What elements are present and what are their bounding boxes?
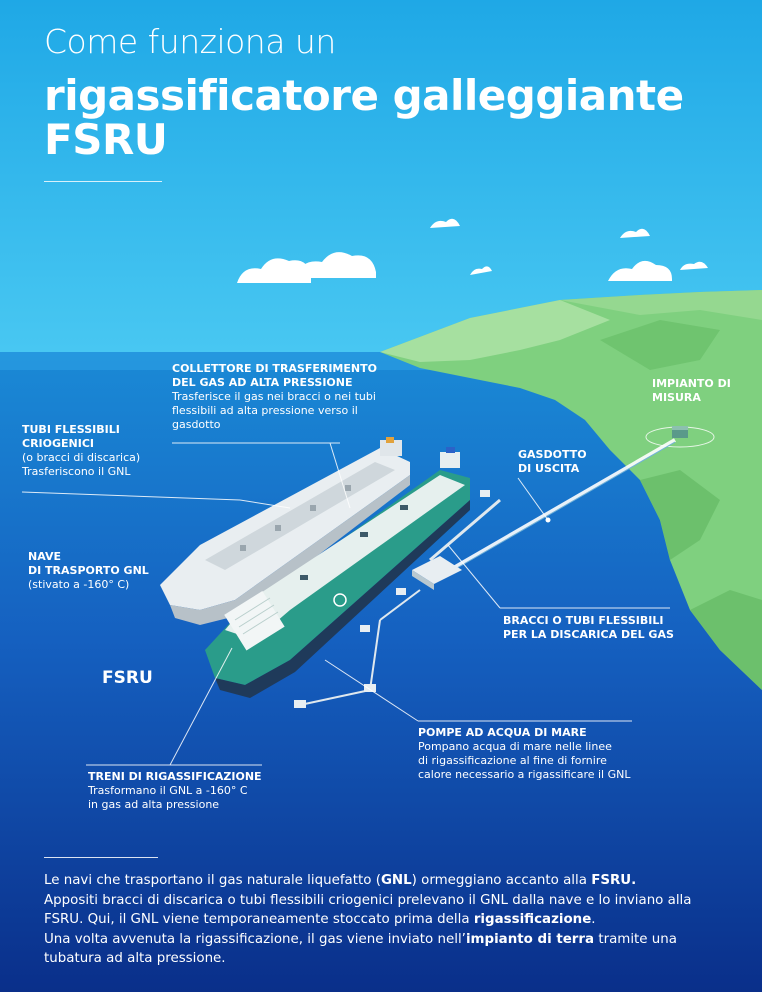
bottom-divider [44, 857, 158, 858]
label-treni-heading1: TRENI DI RIGASSIFICAZIONE [88, 770, 262, 783]
label-impianto-heading2: MISURA [652, 391, 701, 404]
label-nave: NAVE DI TRASPORTO GNL (stivato a -160° C… [28, 550, 178, 592]
bottom-p4b: impianto di terra [465, 931, 595, 947]
bottom-p1d: FSRU. [591, 873, 637, 888]
label-pompe-text3: calore necessario a rigassificare il GNL [418, 768, 631, 781]
bottom-p3a: FSRU. Qui, il GNL viene temporaneamente … [44, 912, 474, 927]
label-tubi-text1: (o bracci di discarica) [22, 451, 141, 464]
clouds [237, 218, 708, 283]
label-pompe-heading1: POMPE AD ACQUA DI MARE [418, 726, 587, 739]
label-tubi: TUBI FLESSIBILI CRIOGENICI (o bracci di … [22, 423, 182, 479]
label-pompe-text2: di rigassificazione al fine di fornire [418, 754, 607, 767]
bottom-p1a: Le navi che trasportano il gas naturale … [44, 873, 381, 888]
bottom-p1c: ) ormeggiano accanto alla [411, 873, 592, 888]
pipeline [448, 438, 677, 573]
label-fsru: FSRU [102, 668, 153, 688]
label-collettore-text2: flessibili ad alta pressione verso il [172, 404, 358, 417]
label-collettore: COLLETTORE DI TRASFERIMENTO DEL GAS AD A… [172, 362, 402, 432]
bottom-line-5: tubatura ad alta pressione. [44, 951, 226, 966]
coastline-land [380, 290, 762, 690]
label-impianto-heading1: IMPIANTO DI [652, 377, 731, 390]
title-line-2: rigassificatore galleggiante [44, 71, 684, 120]
label-tubi-text2: Trasferiscono il GNL [22, 465, 131, 478]
lng-carrier-ship [160, 437, 410, 625]
label-nave-heading2: DI TRASPORTO GNL [28, 564, 149, 577]
bottom-p3b: rigassificazione [473, 912, 592, 927]
label-pompe: POMPE AD ACQUA DI MARE Pompano acqua di … [418, 726, 658, 782]
bottom-line-1: Le navi che trasportano il gas naturale … [44, 871, 724, 891]
label-collettore-heading1: COLLETTORE DI TRASFERIMENTO [172, 362, 377, 375]
measuring-plant [645, 426, 715, 448]
title-main: rigassificatore galleggiante FSRU [44, 71, 744, 165]
title-divider [44, 181, 162, 182]
label-tubi-heading2: CRIOGENICI [22, 437, 94, 450]
label-collettore-text1: Trasferisce il gas nei bracci o nei tubi [172, 390, 376, 403]
bottom-line-4: Una volta avvenuta la rigassificazione, … [44, 930, 724, 950]
label-collettore-text3: gasdotto [172, 418, 221, 431]
bottom-line-2: Appositi bracci di discarica o tubi fles… [44, 892, 692, 908]
label-pompe-text1: Pompano acqua di mare nelle linee [418, 740, 612, 753]
title-line-3: FSRU [44, 115, 168, 165]
label-nave-heading1: NAVE [28, 550, 61, 563]
bottom-p3c: . [591, 912, 596, 927]
label-bracci-heading1: BRACCI O TUBI FLESSIBILI [503, 614, 664, 627]
title-line-1: Come funziona un [44, 22, 336, 61]
label-treni-text1: Trasformano il GNL a -160° C [88, 784, 248, 797]
label-bracci-heading2: PER LA DISCARICA DEL GAS [503, 628, 674, 641]
label-treni-text2: in gas ad alta pressione [88, 798, 220, 811]
label-impianto: IMPIANTO DI MISURA [652, 377, 752, 405]
label-gasdotto-heading1: GASDOTTO [518, 448, 587, 461]
fsru-ship [205, 447, 470, 698]
label-tubi-heading1: TUBI FLESSIBILI [22, 423, 120, 436]
label-gasdotto-heading2: DI USCITA [518, 462, 580, 475]
bottom-line-3: FSRU. Qui, il GNL viene temporaneamente … [44, 910, 724, 930]
label-nave-text1: (stivato a -160° C) [28, 578, 130, 591]
label-collettore-heading2: DEL GAS AD ALTA PRESSIONE [172, 376, 353, 389]
bottom-p4a: Una volta avvenuta la rigassificazione, … [44, 931, 466, 947]
jetty [294, 490, 501, 708]
bottom-p1b: GNL [380, 873, 412, 888]
label-bracci: BRACCI O TUBI FLESSIBILI PER LA DISCARIC… [503, 614, 703, 642]
label-treni: TRENI DI RIGASSIFICAZIONE Trasformano il… [88, 770, 288, 812]
bottom-description: Le navi che trasportano il gas naturale … [44, 871, 724, 969]
label-gasdotto: GASDOTTO DI USCITA [518, 448, 618, 476]
bottom-p4c: tramite una [594, 931, 677, 947]
leader-lines [21, 442, 670, 766]
